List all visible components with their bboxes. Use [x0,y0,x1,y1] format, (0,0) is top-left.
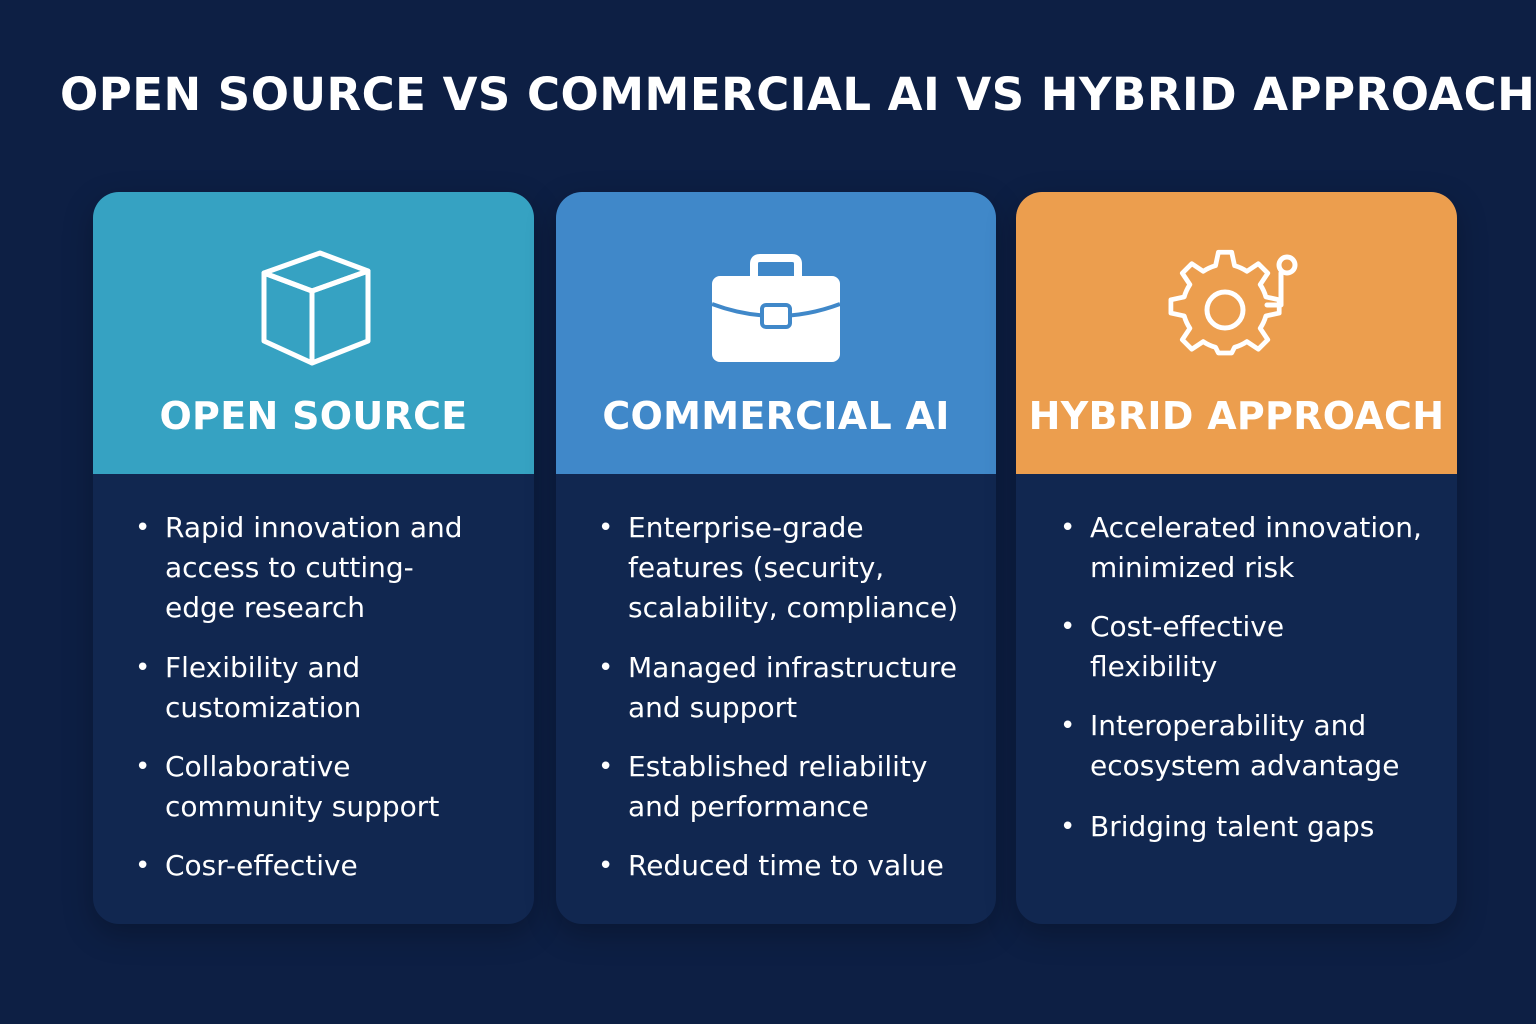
gear-icon [1167,244,1307,374]
list-item-text: Flexibility and customization [165,651,362,724]
cube-icon [244,244,384,374]
list-item-text: Cost-effective flexibility [1090,610,1285,683]
bullet-dot: • [1060,513,1076,543]
bullet-dot: • [598,653,614,683]
list-item: • Managed infrastructure and support [598,648,976,728]
briefcase-icon [706,244,846,374]
list-item-text: Reduced time to value [628,849,944,882]
open-source-title: OPEN SOURCE [159,394,468,438]
list-item: • Rapid innovation and access to cutting-… [135,508,514,628]
list-item-text: Collaborative community support [165,750,440,823]
list-item-text: Accelerated innovation, minimized risk [1090,511,1422,584]
list-item: • Collaborative community support [135,747,514,827]
list-item-text: Rapid innovation and access to cutting-e… [165,511,463,624]
bullet-dot: • [135,513,151,543]
list-item: • Cosr-effective [135,846,514,886]
list-item: • Enterprise-grade features (security, sc… [598,508,976,628]
list-item: • Established reliability and performance [598,747,976,827]
list-item-text: Established reliability and performance [628,750,928,823]
commercial-ai-title: COMMERCIAL AI [602,394,950,438]
list-item: • Flexibility and customization [135,648,514,728]
bullet-dot: • [135,653,151,683]
list-item: • Accelerated innovation, minimized risk [1060,508,1437,588]
list-item-text: Managed infrastructure and support [628,651,958,724]
list-item-text: Interoperability and ecosystem advantage [1090,709,1400,782]
list-item: • Interoperability and ecosystem advantag… [1060,706,1437,786]
hybrid-approach-title: HYBRID APPROACH [1028,394,1445,438]
list-item-text: Cosr-effective [165,849,358,882]
bullet-dot: • [135,752,151,782]
page-title: OPEN SOURCE VS COMMERCIAL AI VS HYBRID A… [60,68,1536,121]
bullet-dot: • [598,513,614,543]
open-source-header: OPEN SOURCE [93,192,534,474]
bullet-dot: • [1060,612,1076,642]
list-item: • Reduced time to value [598,846,976,886]
list-item: • Cost-effective flexibility [1060,607,1437,687]
commercial-ai-header: COMMERCIAL AI [556,192,996,474]
list-item-text: Enterprise-grade features (security, sca… [628,511,959,624]
bullet-dot: • [598,851,614,881]
bullet-dot: • [135,851,151,881]
open-source-card: OPEN SOURCE • Rapid innovation and access… [93,192,534,924]
list-item: • Bridging talent gaps [1060,807,1437,847]
hybrid-approach-card: HYBRID APPROACH • Accelerated innovation,… [1016,192,1457,924]
bullet-dot: • [1060,812,1076,842]
bullet-dot: • [1060,711,1076,741]
commercial-ai-card: COMMERCIAL AI • Enterprise-grade features… [556,192,996,924]
list-item-text: Bridging talent gaps [1090,810,1375,843]
bullet-dot: • [598,752,614,782]
hybrid-approach-header: HYBRID APPROACH [1016,192,1457,474]
